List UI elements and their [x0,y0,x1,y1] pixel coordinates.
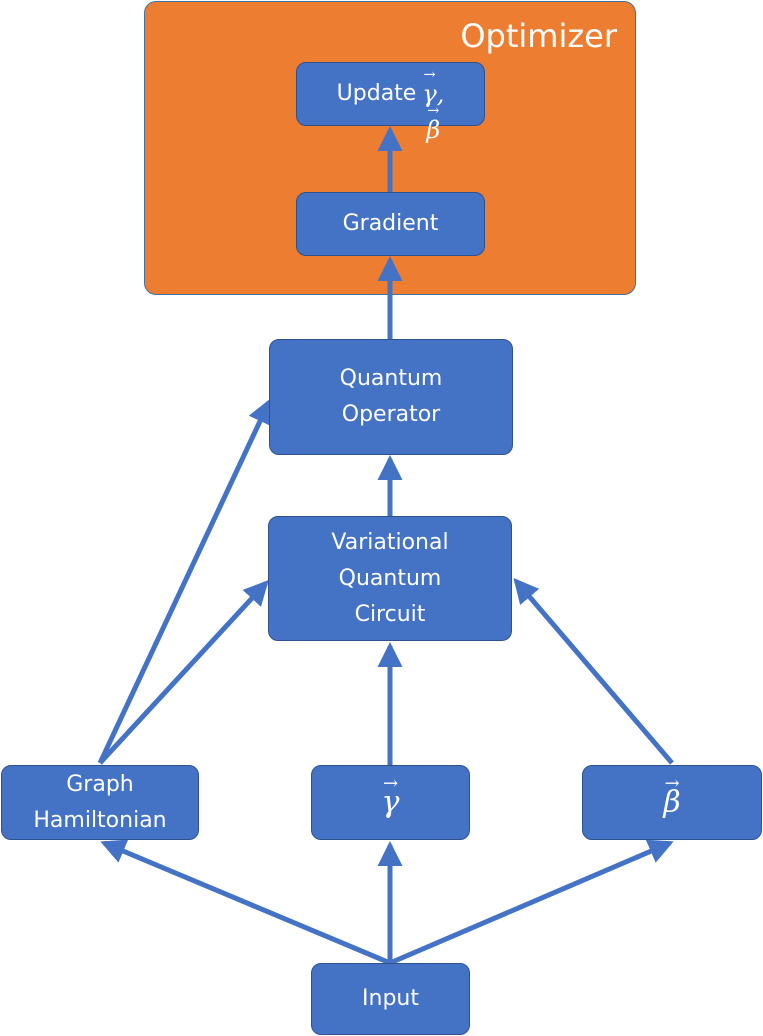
optimizer-title: Optimizer [460,17,617,55]
update-params: γ, β [422,40,444,148]
arrow-input-to-beta [389,839,674,966]
graph-hamiltonian-node: Graph Hamiltonian [1,765,199,840]
arrow-hamiltonian-to-operator [97,398,272,765]
arrow-hamiltonian-to-circuit [98,580,269,765]
update-gamma: γ [422,76,436,112]
update-label: Update [336,81,417,106]
update-node: Update γ, β [296,62,485,144]
variational-quantum-circuit-node: Variational Quantum Circuit [268,516,512,641]
arrow-input-to-hamiltonian [100,839,391,966]
update-beta: β [426,112,440,148]
arrow-beta-to-circuit [513,577,674,765]
update-separator: , [436,80,445,108]
beta-symbol: β [663,785,680,821]
input-node: Input [311,963,470,1035]
quantum-operator-node: Quantum Operator [269,339,513,455]
gamma-symbol: γ [382,785,400,821]
beta-node: β [582,765,762,840]
gamma-node: γ [311,765,470,840]
gradient-node: Gradient [296,192,485,256]
